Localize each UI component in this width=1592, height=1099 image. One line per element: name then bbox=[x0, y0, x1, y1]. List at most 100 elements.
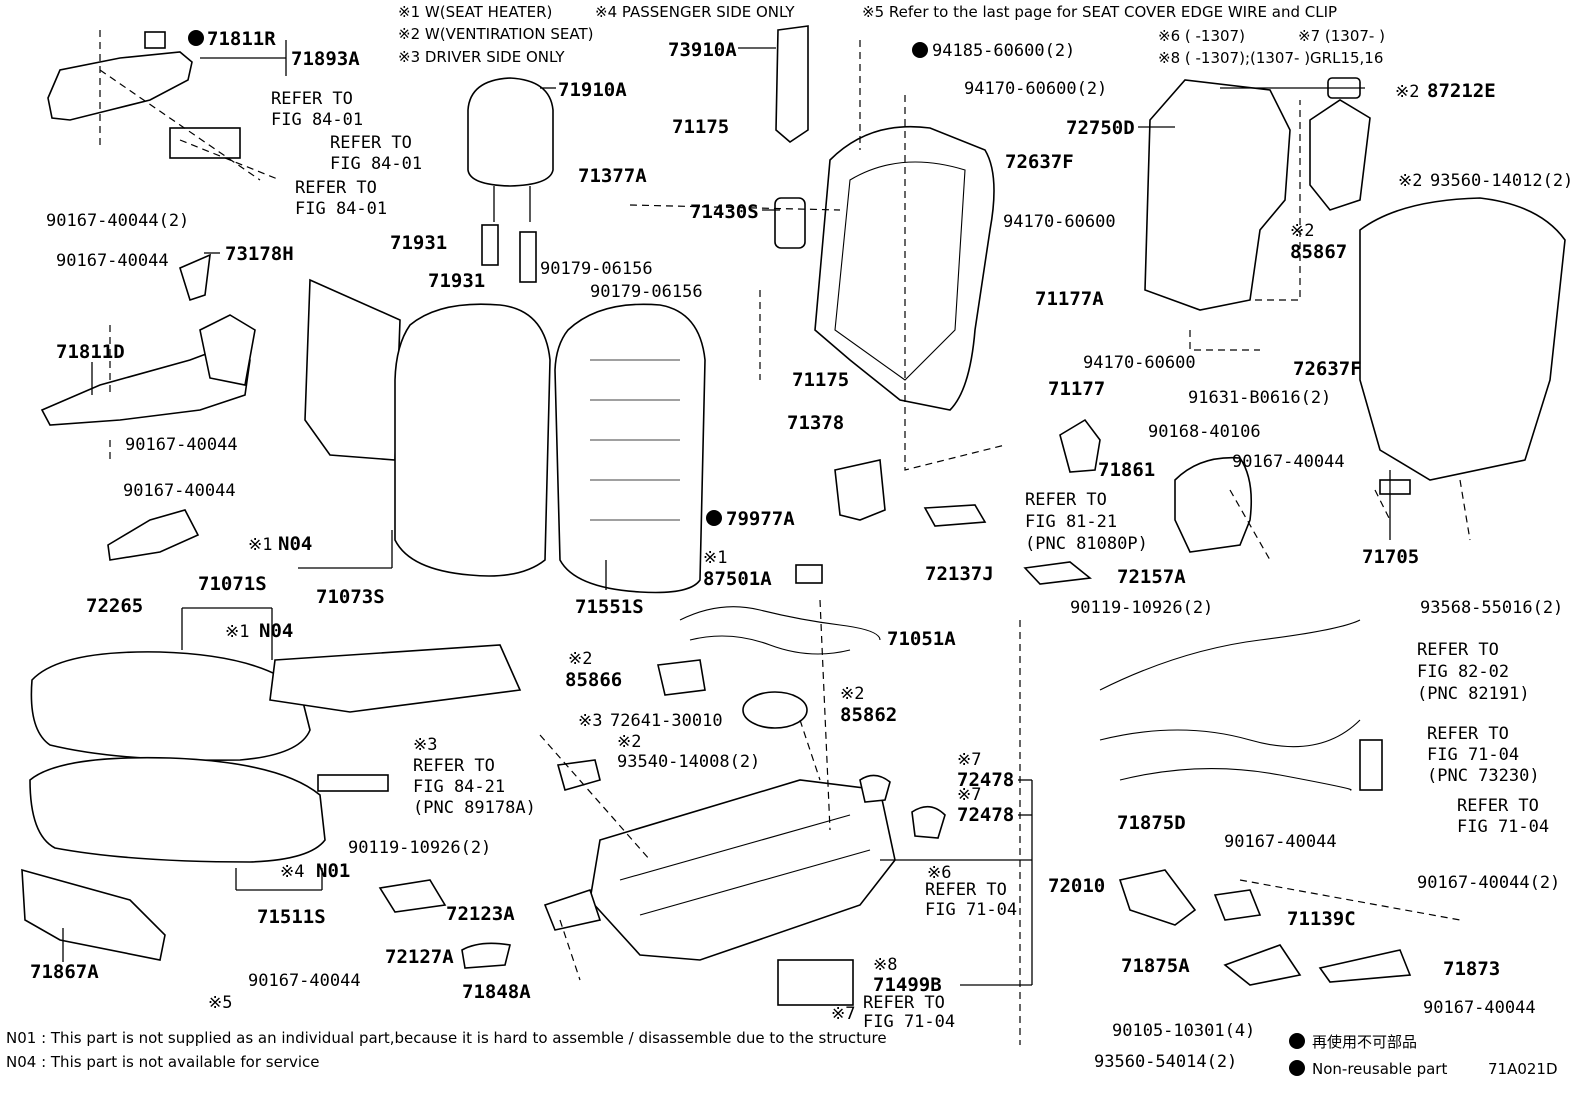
harness-82191-lines bbox=[1099, 619, 1361, 791]
seatback-cover-71551S-shape bbox=[554, 303, 706, 594]
legend-label-jp: 再使用不可部品 bbox=[1312, 1033, 1417, 1051]
label-refer-82-02-b: FIG 82-02 bbox=[1417, 662, 1509, 682]
note-6: ※6 ( -1307) bbox=[1158, 27, 1245, 45]
note-93540: ※2 bbox=[617, 732, 641, 752]
note-72641: ※3 bbox=[578, 711, 602, 731]
seat-adjuster-rails bbox=[619, 814, 871, 916]
note-N04-a: ※1 bbox=[248, 535, 272, 555]
dash-lower-mid bbox=[539, 734, 651, 981]
label-90167-40044-2: 90167-40044(2) bbox=[46, 211, 189, 231]
footnote-N01: N01 : This part is not supplied as an in… bbox=[6, 1029, 887, 1047]
trim-71811D-shape bbox=[40, 344, 251, 426]
clip-71811R-shape bbox=[144, 31, 166, 49]
note-72478-a: ※7 bbox=[957, 750, 981, 770]
label-71175-b: 71175 bbox=[792, 369, 849, 391]
note-71-04-d: ※7 bbox=[831, 1004, 855, 1024]
label-71931-a: 71931 bbox=[390, 232, 447, 254]
lumbar-71430S-shape bbox=[774, 197, 806, 249]
leader-lines bbox=[62, 30, 1471, 1045]
label-refer-71-04-a2: FIG 71-04 bbox=[1427, 745, 1519, 765]
label-71051A: 71051A bbox=[887, 628, 956, 650]
label-72265: 72265 bbox=[86, 595, 143, 617]
fan-85862-shape bbox=[742, 691, 808, 729]
seatback-pad-71073S-shape bbox=[394, 303, 551, 577]
dash-harness bbox=[799, 599, 831, 831]
harness-71051A-line2 bbox=[689, 635, 851, 655]
fan-85866-shape bbox=[657, 659, 706, 696]
note-N01: ※4 bbox=[280, 862, 304, 882]
guide-71931-a-shape bbox=[481, 224, 499, 266]
trim-71867A-shape bbox=[21, 868, 166, 961]
label-refer-71-04-a3: (PNC 73230) bbox=[1427, 766, 1540, 786]
cover-72123A-shape bbox=[378, 879, 447, 913]
label-71861: 71861 bbox=[1098, 459, 1155, 481]
label-refer-84-21-c: (PNC 89178A) bbox=[413, 798, 536, 818]
note-87501A: ※1 bbox=[703, 548, 727, 568]
guide-71931-b-shape bbox=[519, 231, 537, 283]
dash-lower-right bbox=[1019, 489, 1461, 1045]
label-90167-40044-a: 90167-40044 bbox=[56, 251, 169, 271]
label-71430S: 71430S bbox=[690, 201, 759, 223]
label-72123A: 72123A bbox=[446, 903, 515, 925]
legend-dot-jp bbox=[1289, 1033, 1305, 1049]
bracket-81080P-shape bbox=[1059, 418, 1101, 473]
label-87212E: 87212E bbox=[1427, 80, 1496, 102]
seat-adjuster-72010-shape bbox=[589, 779, 896, 961]
label-94170-60600-a: 94170-60600 bbox=[1003, 212, 1116, 232]
label-72478-a: 72478 bbox=[957, 769, 1014, 791]
label-72478-b: 72478 bbox=[957, 804, 1014, 826]
label-N04-b: N04 bbox=[259, 620, 293, 642]
buckle-73230-shape bbox=[1359, 739, 1383, 791]
cushion-71071S-shape bbox=[30, 651, 311, 761]
label-87501A: 87501A bbox=[703, 568, 772, 590]
note-93560: ※2 bbox=[1398, 171, 1422, 191]
label-71177A: 71177A bbox=[1035, 288, 1104, 310]
label-71377A: 71377A bbox=[578, 165, 647, 187]
label-94170-60600-b: 94170-60600 bbox=[1083, 353, 1196, 373]
note-87212E: ※2 bbox=[1395, 82, 1419, 102]
bracket-71139C-shape bbox=[1213, 889, 1262, 921]
label-refer-84-01-a2: FIG 84-01 bbox=[271, 110, 363, 130]
label-refer-71-04-b2: FIG 71-04 bbox=[1457, 817, 1549, 837]
bracket-71873-shape bbox=[1318, 949, 1412, 983]
part-labels: 71811R 71893A REFER TO FIG 84-01 REFER T… bbox=[30, 28, 1573, 1072]
note-seat-heater: ※1 W(SEAT HEATER) bbox=[398, 3, 552, 21]
label-refer-71-04-d2: FIG 71-04 bbox=[863, 1012, 955, 1032]
cover-71875A-shape bbox=[1223, 944, 1302, 986]
label-90167-40044-e: 90167-40044 bbox=[1224, 832, 1337, 852]
note-N04-b: ※1 bbox=[225, 622, 249, 642]
footnotes: N01 : This part is not supplied as an in… bbox=[6, 1029, 887, 1071]
label-73910A: 73910A bbox=[668, 39, 737, 61]
label-refer-81-21-b: FIG 81-21 bbox=[1025, 512, 1117, 532]
note-5: ※5 bbox=[208, 993, 232, 1013]
label-93560-14012-2: 93560-14012(2) bbox=[1430, 171, 1573, 191]
note-seat-cover-edge: ※5 Refer to the last page for SEAT COVER… bbox=[862, 3, 1337, 21]
label-N04-a: N04 bbox=[278, 533, 312, 555]
label-71139C: 71139C bbox=[1287, 908, 1356, 930]
cover-72478b-shape bbox=[911, 805, 946, 839]
non-reusable-dot-79977A bbox=[706, 510, 722, 526]
label-71175-a: 71175 bbox=[672, 116, 729, 138]
label-refer-71-04-b: REFER TO bbox=[1457, 796, 1539, 816]
label-90179-06156-a: 90179-06156 bbox=[540, 259, 653, 279]
label-refer-84-01-b: REFER TO bbox=[330, 133, 412, 153]
label-71073S: 71073S bbox=[316, 586, 385, 608]
cover-72157A-shape bbox=[1023, 561, 1092, 585]
label-refer-71-04-c2: FIG 71-04 bbox=[925, 900, 1017, 920]
back-board-71705-shape bbox=[1359, 197, 1566, 481]
label-refer-81-21: REFER TO bbox=[1025, 490, 1107, 510]
footnote-N04: N04 : This part is not available for ser… bbox=[6, 1053, 320, 1071]
label-71511S: 71511S bbox=[257, 906, 326, 928]
label-N01: N01 bbox=[316, 860, 350, 882]
label-90167-40044-d: 90167-40044 bbox=[123, 481, 236, 501]
legend-label-en: Non-reusable part bbox=[1312, 1060, 1447, 1078]
label-refer-84-01-c2: FIG 84-01 bbox=[295, 199, 387, 219]
label-72637F-a: 72637F bbox=[1005, 151, 1074, 173]
cover-71499B-shape bbox=[777, 959, 854, 1006]
figure-code: 71A021D bbox=[1488, 1060, 1558, 1078]
heater-mat-N04-shape bbox=[269, 644, 522, 713]
cover-71861-shape bbox=[1174, 456, 1253, 553]
label-71848A: 71848A bbox=[462, 981, 531, 1003]
label-79977A: 79977A bbox=[726, 508, 795, 530]
label-71867A: 71867A bbox=[30, 961, 99, 983]
